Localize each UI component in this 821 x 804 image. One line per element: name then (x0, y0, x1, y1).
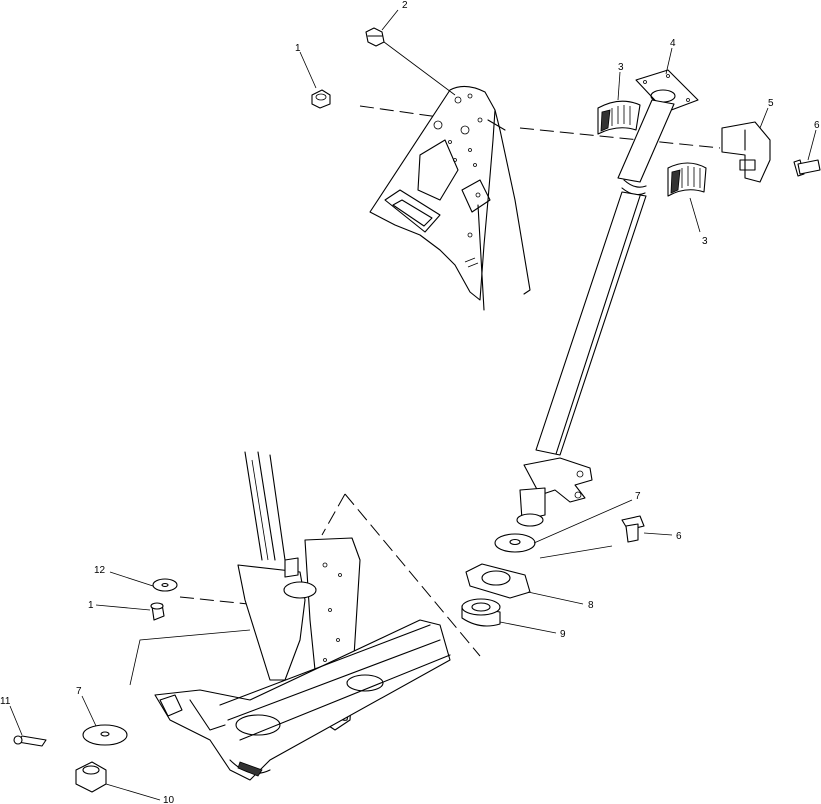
callout-7-upper: 7 (635, 491, 641, 502)
cotter-pin (13, 735, 47, 747)
bolt-upper (793, 159, 821, 177)
castle-nut (75, 761, 107, 793)
callout-1-lower: 1 (88, 600, 94, 611)
callout-12: 12 (94, 565, 106, 576)
callout-11: 11 (0, 696, 11, 707)
nut-upper (311, 89, 331, 109)
cap-nut-upper (365, 27, 385, 47)
bushing-upper (597, 100, 641, 135)
callout-1-upper: 1 (295, 43, 301, 54)
bearing-flange (465, 563, 531, 599)
bolt-lower (621, 515, 645, 543)
callout-10: 10 (163, 795, 175, 804)
steering-post (516, 69, 699, 527)
callout-2: 2 (402, 0, 408, 11)
callout-8: 8 (588, 600, 594, 611)
callout-6-lower: 6 (676, 531, 682, 542)
leader-lines (9, 9, 817, 801)
callout-3-upper: 3 (618, 62, 624, 73)
callout-7-lower: 7 (76, 686, 82, 697)
callout-3-lower: 3 (702, 236, 708, 247)
washer-upper (494, 533, 536, 553)
washer-lower (82, 724, 128, 746)
nut-lower (150, 602, 165, 621)
callout-6-upper: 6 (814, 120, 820, 131)
bushing-bracket (721, 121, 771, 183)
callout-5: 5 (768, 98, 774, 109)
lower-frame (154, 451, 451, 781)
callout-4: 4 (670, 38, 676, 49)
washer-12 (152, 578, 178, 592)
callout-9: 9 (560, 629, 566, 640)
upper-steering-bracket (369, 85, 531, 311)
bushing-lower (667, 162, 707, 197)
bearing-ring (461, 598, 501, 627)
